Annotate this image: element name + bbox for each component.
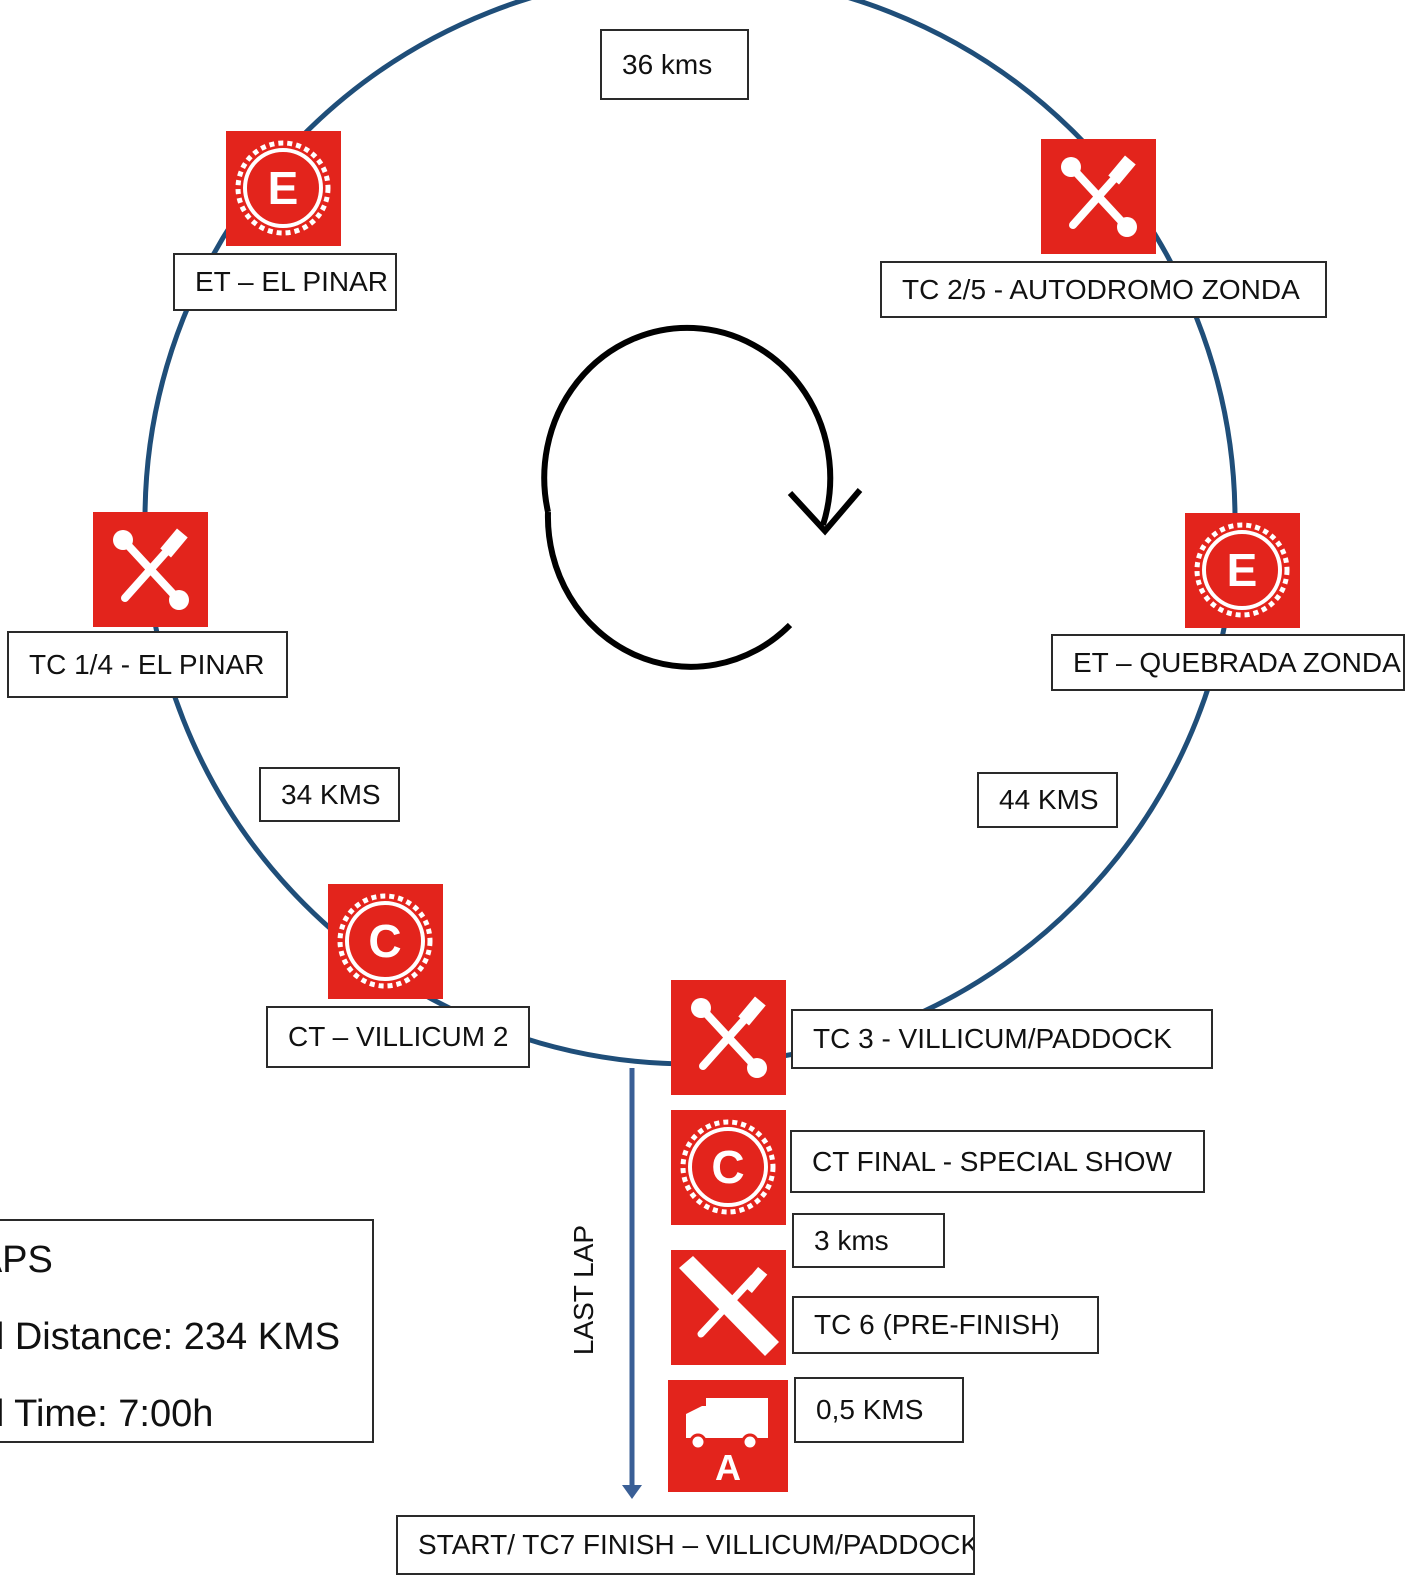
summary-distance: Total Distance: 234 KMS — [0, 1316, 341, 1358]
distance-top: 36 kms — [600, 29, 749, 100]
svg-text:E: E — [1227, 544, 1258, 596]
direction-arrowhead-icon — [787, 488, 863, 536]
truck-a-icon: A — [668, 1380, 788, 1492]
summary-laps: 3 LAPS — [0, 1239, 53, 1281]
service-tools-icon — [93, 512, 208, 627]
svg-text:C: C — [711, 1141, 744, 1193]
svg-text:A: A — [715, 1447, 741, 1488]
distance-after-tc6: 0,5 KMS — [794, 1377, 964, 1443]
station-tc-6: TC 6 (PRE-FINISH) — [792, 1296, 1099, 1354]
svg-text:E: E — [268, 162, 299, 214]
station-ct-villicum-2: CT – VILLICUM 2 — [266, 1006, 530, 1068]
summary-box: 3 LAPS Total Distance: 234 KMS Total Tim… — [0, 1219, 374, 1443]
station-tc-1-4: TC 1/4 - EL PINAR — [7, 631, 288, 698]
stage-start-e-icon: E — [1185, 513, 1300, 628]
summary-time: Total Time: 7:00h — [0, 1393, 214, 1435]
service-tools-icon — [1041, 139, 1156, 254]
distance-after-ct-final: 3 kms — [792, 1213, 945, 1268]
distance-left: 34 KMS — [259, 767, 400, 822]
distance-right: 44 KMS — [977, 772, 1118, 828]
service-tools-icon — [671, 980, 786, 1095]
last-lap-label: LAST LAP — [568, 1224, 599, 1356]
station-et-quebrada: ET – QUEBRADA ZONDA — [1051, 634, 1405, 691]
station-finish: START/ TC7 FINISH – VILLICUM/PADDOCK — [396, 1515, 975, 1575]
station-tc-3: TC 3 - VILLICUM/PADDOCK — [791, 1009, 1213, 1069]
station-tc-2-5: TC 2/5 - AUTODROMO ZONDA — [880, 261, 1327, 318]
control-c-icon: C — [328, 884, 443, 999]
svg-text:C: C — [368, 915, 401, 967]
last-lap-arrowhead-icon — [622, 1485, 642, 1499]
control-c-icon: C — [671, 1110, 786, 1225]
service-tools-crossed-icon — [671, 1250, 786, 1365]
station-et-el-pinar: ET – EL PINAR — [173, 253, 397, 311]
direction-arc-tail — [544, 511, 793, 670]
station-ct-final: CT FINAL - SPECIAL SHOW — [790, 1130, 1205, 1193]
direction-arc — [541, 324, 834, 526]
stage-start-e-icon: E — [226, 131, 341, 246]
